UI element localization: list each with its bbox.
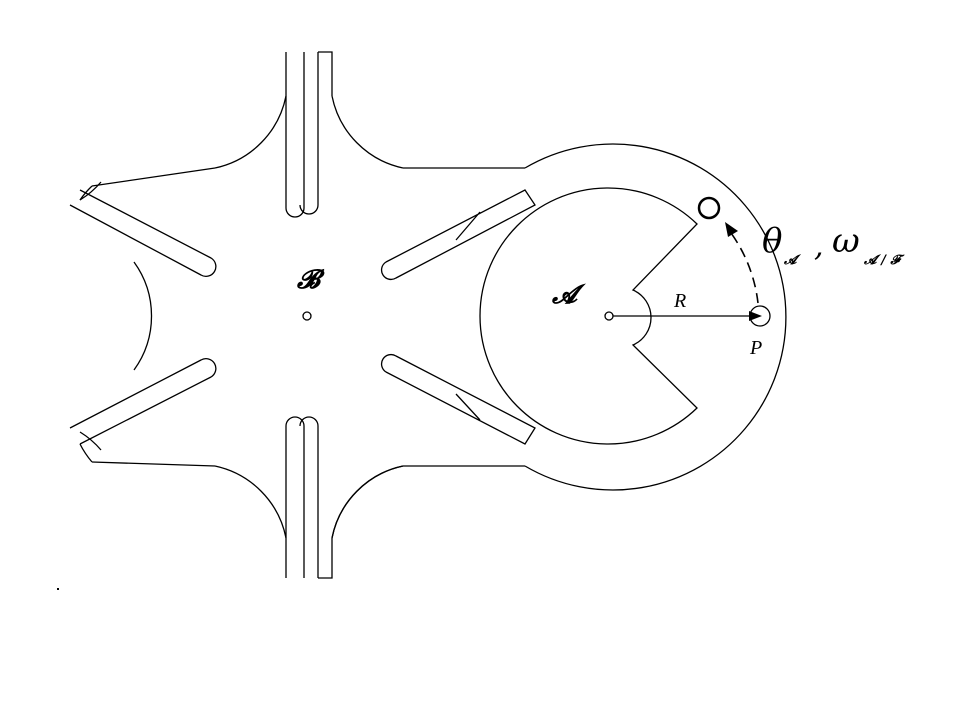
label-omega: ω — [832, 221, 860, 261]
angle-label: θ 𝓐 , ω 𝓐 / 𝓕 — [762, 221, 905, 268]
wheel-b-slot-bottom — [285, 416, 333, 579]
wheel-b-slot-upper-left — [69, 167, 217, 278]
wheel-a-center — [604, 311, 614, 321]
label-omega-subscript: 𝓐 / 𝓕 — [863, 253, 905, 268]
wheel-a-outer — [524, 143, 787, 491]
label-wheel-a: 𝓐 — [551, 280, 587, 310]
wheel-a-locking-disc — [479, 187, 698, 445]
label-radius: R — [673, 290, 686, 312]
rotation-arrowhead — [725, 222, 738, 237]
wheel-b-slot-lower-left — [69, 357, 217, 467]
wheel-b-center — [302, 311, 312, 321]
driver-wheel-a — [479, 143, 787, 491]
pin-p — [749, 305, 771, 327]
pin-rotated — [697, 196, 721, 220]
label-pin: P — [749, 337, 762, 359]
wheel-b-slot-top — [285, 51, 333, 218]
rotation-arc — [730, 232, 759, 304]
label-comma: , — [814, 229, 824, 264]
label-theta: θ — [762, 221, 782, 261]
wheel-b-arcs — [79, 185, 525, 539]
wheel-b-slot-upper-right — [380, 189, 536, 281]
geneva-wheel-b — [69, 51, 536, 579]
label-wheel-b: 𝓑 — [296, 265, 325, 295]
radius-arrowhead — [749, 311, 762, 321]
wheel-b-slot-lower-right — [380, 353, 536, 445]
stray-dot — [57, 588, 59, 590]
label-theta-subscript: 𝓐 — [783, 253, 802, 268]
